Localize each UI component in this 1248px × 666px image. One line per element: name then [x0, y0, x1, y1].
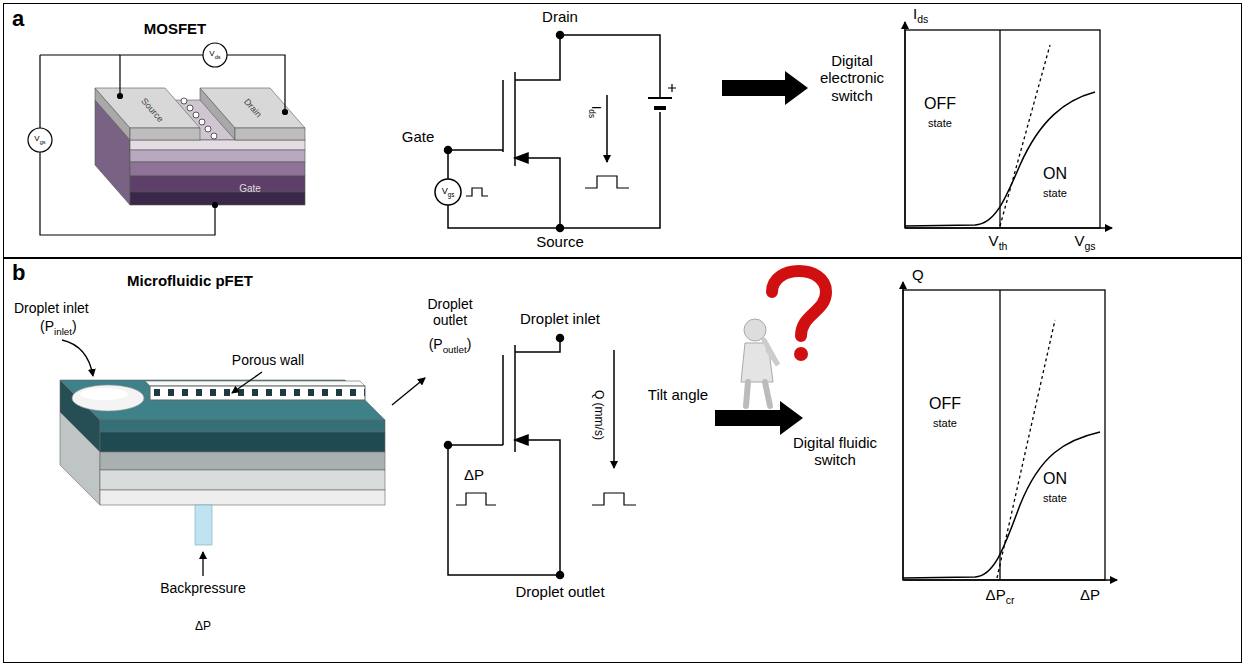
label-text: state: [1043, 187, 1067, 200]
label-text: Q: [912, 266, 924, 283]
panel-letter: b: [12, 260, 25, 286]
label-text: state: [933, 417, 957, 430]
label-text: Drain: [542, 8, 578, 25]
pfet-device: [60, 380, 385, 545]
pfet-schematic: [445, 335, 637, 579]
label-text: Gate: [239, 183, 261, 195]
label-text: Vgs: [442, 186, 455, 198]
label-text: Porous wall: [232, 352, 304, 368]
label-text: Gate: [402, 128, 435, 145]
label-text: Vth: [989, 232, 1008, 252]
label-text: Ids: [586, 106, 602, 118]
label-text: state: [1043, 492, 1067, 505]
switch-arrow: [722, 71, 808, 105]
label-text: (Poutlet): [429, 336, 472, 355]
mosfet-wires: [28, 43, 288, 235]
panel-box: b: [3, 257, 1242, 663]
mosfet-device: [95, 88, 305, 205]
label-text: (Pinlet): [40, 318, 77, 337]
label-text: Digital fluidic switch: [774, 434, 896, 469]
label-text: state: [928, 117, 952, 130]
graph-a: [905, 22, 1112, 228]
label-text: Droplet inlet: [520, 310, 600, 327]
label-text: ΔPcr: [986, 586, 1015, 606]
label-text: Droplet inlet: [14, 300, 89, 316]
label-text: Microfluidic pFET: [127, 272, 253, 289]
mosfet-schematic: [435, 32, 676, 232]
label-text: MOSFET: [144, 20, 207, 37]
label-text: Source: [536, 233, 584, 250]
pfet-arrows: [62, 340, 425, 576]
label-text: Tilt angle: [648, 386, 708, 403]
label-text: Vds: [209, 49, 220, 60]
graph-b: [903, 282, 1117, 580]
panel-letter: a: [12, 6, 24, 32]
label-text: Backpressure: [160, 580, 246, 596]
label-text: ΔP: [464, 466, 484, 483]
label-text: OFF: [924, 95, 956, 113]
label-text: Droplet outlet: [418, 296, 482, 328]
label-text: ΔP: [195, 620, 211, 634]
label-text: Vgs: [1074, 232, 1095, 252]
label-text: Q (mm/s): [591, 390, 605, 440]
label-text: Vgs: [34, 134, 45, 145]
label-text: ON: [1043, 165, 1067, 183]
label-text: Droplet outlet: [515, 583, 604, 600]
switch-arrow: [715, 401, 803, 435]
label-text: Ids: [913, 5, 928, 25]
label-text: OFF: [929, 395, 961, 413]
label-text: Digital electronic switch: [808, 52, 896, 104]
label-text: ΔP: [1080, 586, 1100, 603]
thinking-figure: [741, 271, 826, 406]
panel-box: a: [3, 3, 1242, 259]
label-text: ON: [1043, 470, 1067, 488]
